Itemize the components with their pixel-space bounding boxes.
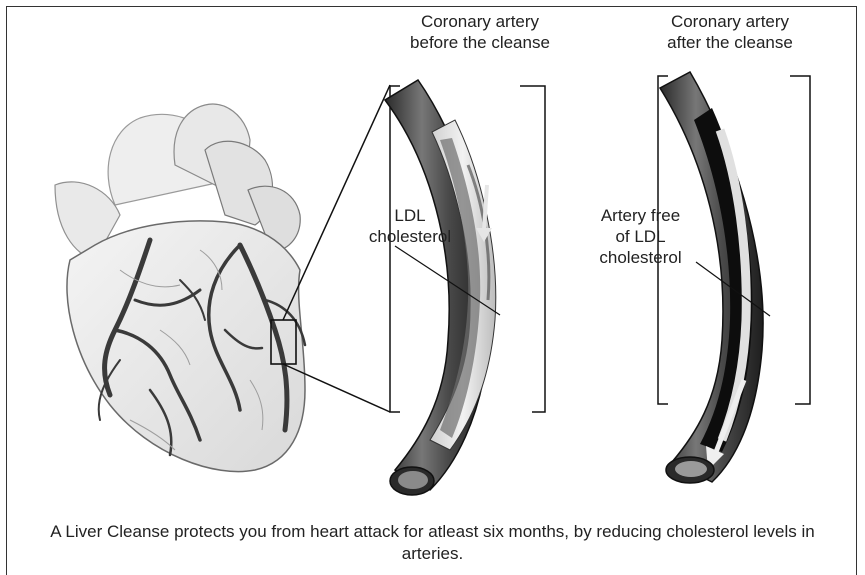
caption: A Liver Cleanse protects you from heart … [20,521,845,565]
frame-edge-left [6,555,7,575]
heart-illustration [55,104,305,472]
after-title: Coronary artery after the cleanse [630,11,830,53]
artery-before [385,80,496,495]
before-title: Coronary artery before the cleanse [380,11,580,53]
artery-free-label: Artery free of LDL cholesterol [578,205,703,268]
ldl-cholesterol-label: LDL cholesterol [355,205,465,247]
artery-after [660,72,763,483]
frame-edge-right [856,555,857,575]
